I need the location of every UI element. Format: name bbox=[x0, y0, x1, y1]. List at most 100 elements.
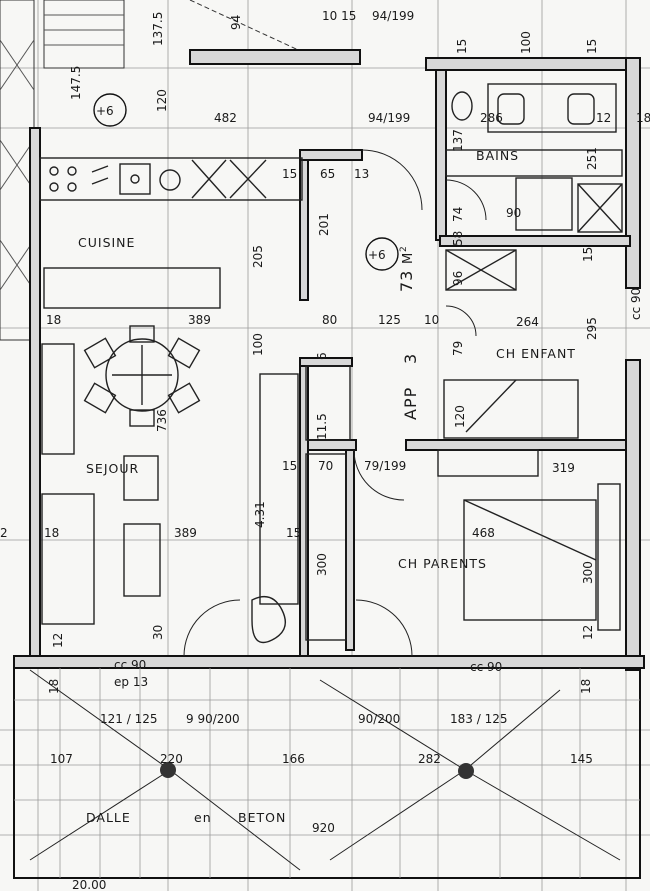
dim-2: 2 bbox=[0, 526, 8, 540]
apartment-app: APP bbox=[401, 387, 420, 420]
dim-137: 137 bbox=[451, 129, 465, 152]
dim-15-b: 15 bbox=[282, 459, 297, 473]
dim-96: 96 bbox=[451, 271, 465, 286]
room-cuisine: CUISINE bbox=[78, 235, 135, 250]
dim-79: 79 bbox=[451, 341, 465, 356]
room-bains: BAINS bbox=[476, 148, 519, 163]
dim-90-bath: 90 bbox=[506, 206, 521, 220]
dim-18-left: 18 bbox=[46, 313, 61, 327]
dim-58: 58 bbox=[451, 231, 465, 246]
dim-10-15: 10 15 bbox=[322, 9, 356, 23]
level-marker-mid: +6 bbox=[365, 237, 399, 271]
dim-107: 107 bbox=[50, 752, 73, 766]
door-swings bbox=[183, 149, 487, 657]
dim-286: 286 bbox=[480, 111, 503, 125]
apartment-label: APP 3 bbox=[401, 353, 420, 420]
dim-137-5: 137.5 bbox=[151, 12, 165, 46]
room-ch-enfant: CH ENFANT bbox=[496, 346, 576, 361]
dim-736: 736 bbox=[155, 409, 169, 432]
terrace-slab bbox=[13, 667, 641, 879]
dim-389-mid: 389 bbox=[174, 526, 197, 540]
kitchen-counter bbox=[39, 157, 303, 309]
room-sejour: SEJOUR bbox=[86, 461, 139, 476]
dim-18-sej: 18 bbox=[44, 526, 59, 540]
dim-94-199-top: 94/199 bbox=[372, 9, 414, 23]
apartment-number: 3 bbox=[401, 353, 420, 364]
dim-319: 319 bbox=[552, 461, 575, 475]
level-top-text: +6 bbox=[96, 104, 114, 118]
dim-115: 11.5 bbox=[315, 413, 329, 440]
room-ch-parents: CH PARENTS bbox=[398, 556, 487, 571]
level-mid-text: +6 bbox=[368, 248, 386, 262]
dim-70: 70 bbox=[318, 459, 333, 473]
dim-15-a: 15 bbox=[282, 167, 297, 181]
dim-120-a: 120 bbox=[453, 405, 467, 428]
dim-18-bot-r: 18 bbox=[579, 679, 593, 694]
dim-121-125: 121 / 125 bbox=[100, 712, 157, 726]
dim-18-tr: 18 bbox=[636, 111, 650, 125]
dim-74: 74 bbox=[451, 207, 465, 222]
dim-cc90-right: cc 90 bbox=[629, 288, 643, 320]
dim-166: 166 bbox=[282, 752, 305, 766]
dim-147-5: 147.5 bbox=[69, 66, 83, 100]
walls bbox=[13, 49, 645, 671]
terrace-beton: BETON bbox=[238, 810, 286, 825]
dim-15-f: 15 bbox=[581, 247, 595, 262]
level-marker-top: +6 bbox=[93, 93, 127, 127]
dim-18-bot: 18 bbox=[47, 679, 61, 694]
dim-100: 100 bbox=[519, 31, 533, 54]
dim-482: 482 bbox=[214, 111, 237, 125]
apartment-area-exp: 2 bbox=[399, 245, 409, 252]
dim-94-199-mid: 94/199 bbox=[368, 111, 410, 125]
dim-920: 920 bbox=[312, 821, 335, 835]
dim-431: 4.31 bbox=[253, 501, 267, 528]
dim-264: 264 bbox=[516, 315, 539, 329]
dim-ep13: ep 13 bbox=[114, 675, 148, 689]
terrace-dalle: DALLE bbox=[86, 810, 131, 825]
dim-80: 80 bbox=[322, 313, 337, 327]
dim-251: 251 bbox=[585, 147, 599, 170]
left-neighbour-hatching bbox=[0, 0, 321, 341]
dim-30: 30 bbox=[151, 625, 165, 640]
apartment-area-value: 73 bbox=[397, 270, 416, 292]
dim-389-top: 389 bbox=[188, 313, 211, 327]
living-furniture bbox=[41, 343, 351, 644]
dim-cc90-a: cc 90 bbox=[114, 658, 146, 672]
dim-295: 295 bbox=[585, 317, 599, 340]
dim-201: 201 bbox=[317, 213, 331, 236]
dim-183-125: 183 / 125 bbox=[450, 712, 507, 726]
dim-15-d: 15 bbox=[585, 39, 599, 54]
vertical-dimension-labels: 100 15 15 251 137 74 58 96 201 205 295 c… bbox=[47, 12, 643, 694]
dim-15-c: 15 bbox=[286, 526, 301, 540]
bath-fixtures bbox=[445, 83, 623, 291]
dim-65: 65 bbox=[320, 167, 335, 181]
dim-12-a: 12 bbox=[51, 633, 65, 648]
dim-79-199: 79/199 bbox=[364, 459, 406, 473]
dim-15-e: 15 bbox=[455, 39, 469, 54]
apartment-area-unit: M bbox=[401, 252, 416, 264]
dim-90-200: 90/200 bbox=[358, 712, 400, 726]
room-labels: CUISINE SEJOUR BAINS CH ENFANT CH PARENT… bbox=[78, 148, 576, 825]
dim-6: 6 bbox=[315, 352, 329, 360]
dim-10: 10 bbox=[424, 313, 439, 327]
terrace-en: en bbox=[194, 810, 212, 825]
dim-cc90-b: cc 90 bbox=[470, 660, 502, 674]
dim-220: 220 bbox=[160, 752, 183, 766]
dim-145: 145 bbox=[570, 752, 593, 766]
dim-12-b: 12 bbox=[581, 625, 595, 640]
dim-205: 205 bbox=[251, 245, 265, 268]
dim-468: 468 bbox=[472, 526, 495, 540]
bedroom-furniture bbox=[437, 379, 621, 631]
dim-100-b: 100 bbox=[251, 333, 265, 356]
dim-120-b: 120 bbox=[155, 89, 169, 112]
apartment-area: 73 M 2 bbox=[397, 245, 416, 292]
dim-300-left: 300 bbox=[315, 553, 329, 576]
dimension-labels: 482 94/199 94/199 286 90 15 65 13 389 18… bbox=[0, 9, 650, 891]
dim-94: 94 bbox=[229, 15, 243, 30]
dim-9-90-200: 9 90/200 bbox=[186, 712, 240, 726]
drain-right-icon bbox=[458, 763, 474, 779]
dim-282: 282 bbox=[418, 752, 441, 766]
dim-12-top: 12 bbox=[596, 111, 611, 125]
dim-300-right: 300 bbox=[581, 561, 595, 584]
